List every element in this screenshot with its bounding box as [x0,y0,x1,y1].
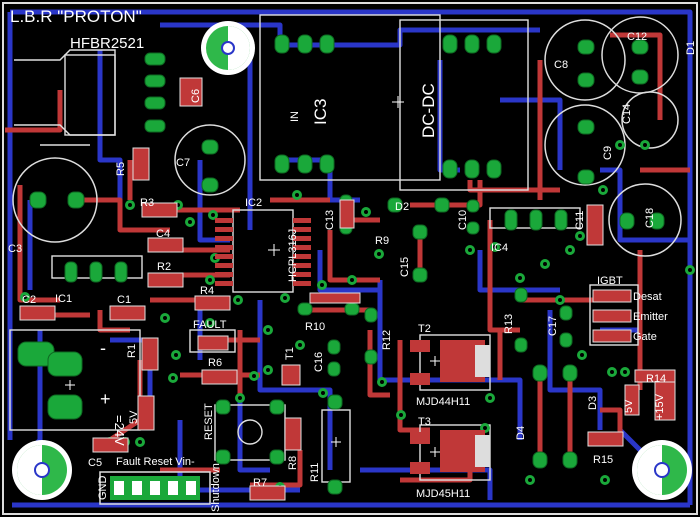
th-pads [17,34,665,495]
cap-c12 [601,16,679,94]
mount-hole-bl [12,440,72,500]
label-d3: D3 [587,396,599,410]
label-c12: C12 [627,31,647,43]
label-r6: R6 [208,357,222,369]
label-r13: R13 [503,314,515,334]
label-r10: R10 [305,321,325,333]
cap-c3 [12,157,98,243]
label-ic2: IC2 [245,197,262,209]
label-r7: R7 [253,477,267,489]
label-5v-a: 5V [128,410,140,424]
label-r11: R11 [309,463,321,482]
label-r14: R14 [646,373,666,385]
label-c11: C11 [574,211,586,230]
label-r5: R5 [115,162,127,176]
label-mjd44: MJD44H11 [416,396,470,408]
smd-parts [19,77,676,505]
label-c14: C14 [621,104,633,124]
label-hcpl: HCPL316J [287,229,299,282]
cap-c8 [544,19,626,101]
label-t3: T3 [418,416,431,428]
label-r15: R15 [593,454,613,466]
cap-c14 [621,91,679,149]
label-c9: C9 [602,146,614,160]
label-fault: FAULT [193,319,227,331]
label-r8: R8 [287,456,299,470]
label-plus: + [100,389,111,409]
label-c6: C6 [190,89,202,103]
cap-c7 [174,124,246,196]
transistor-t2 [410,340,490,385]
label-ic3: IC3 [311,99,330,125]
label-c3: C3 [8,243,22,255]
label-minus: - [100,338,106,358]
label-igbt: IGBT [597,275,623,287]
label-15v: +15V [654,393,666,420]
label-conn-top: Fault Reset Vin- [116,456,195,468]
label-gate: Gate [633,331,657,343]
label-c10: C10 [457,210,469,230]
label-d4: D4 [515,426,527,440]
label-r12: R12 [381,330,393,350]
label-conn-gnd: GND [97,476,109,501]
label-t1: T1 [284,347,296,360]
label-r9: R9 [375,235,389,247]
vias [20,140,695,492]
label-desat: Desat [633,291,662,303]
silkscreen [9,14,639,483]
label-c5: C5 [88,457,102,469]
label-mjd45: MJD45H11 [416,488,470,500]
label-24v: =24V [112,415,127,446]
label-c18: C18 [644,208,656,228]
label-d1: D1 [685,41,697,55]
label-c1: C1 [117,294,131,306]
label-c15: C15 [399,257,411,277]
label-hfbr: HFBR2521 [70,35,144,52]
mount-hole-br [632,440,692,500]
label-c2: C2 [22,294,36,306]
label-c16: C16 [313,352,325,372]
label-reset: RESET [203,403,215,440]
cap-c18 [608,183,682,257]
label-d2: D2 [395,201,409,213]
label-c8: C8 [554,59,568,71]
label-ic4: IC4 [491,242,508,254]
transistor-t3 [410,430,490,474]
label-emitter: Emitter [633,311,668,323]
label-r4: R4 [200,285,214,297]
label-c7: C7 [176,157,190,169]
label-c13: C13 [324,210,336,230]
top-copper-traces [5,32,690,488]
label-dcdc: DC-DC [419,83,438,138]
label-r2: R2 [157,261,171,273]
label-r3: R3 [140,197,154,209]
labels: L.B.R "PROTON" HFBR2521 C6 C7 C3 R5 R3 C… [8,7,697,512]
label-5v-b: 5V [623,399,635,413]
board-title: L.B.R "PROTON" [10,7,142,26]
label-in: IN [289,111,301,122]
label-conn-shutdown: Shutdown [210,463,222,512]
connector-bottom [99,471,211,505]
electrolytic-caps [12,16,692,500]
label-c17: C17 [547,316,559,336]
label-ic1: IC1 [55,293,72,305]
label-r1: R1 [126,344,138,358]
cap-c6 [201,21,255,75]
center-marks [65,96,440,457]
label-c4: C4 [156,228,170,240]
label-t2: T2 [418,323,431,335]
